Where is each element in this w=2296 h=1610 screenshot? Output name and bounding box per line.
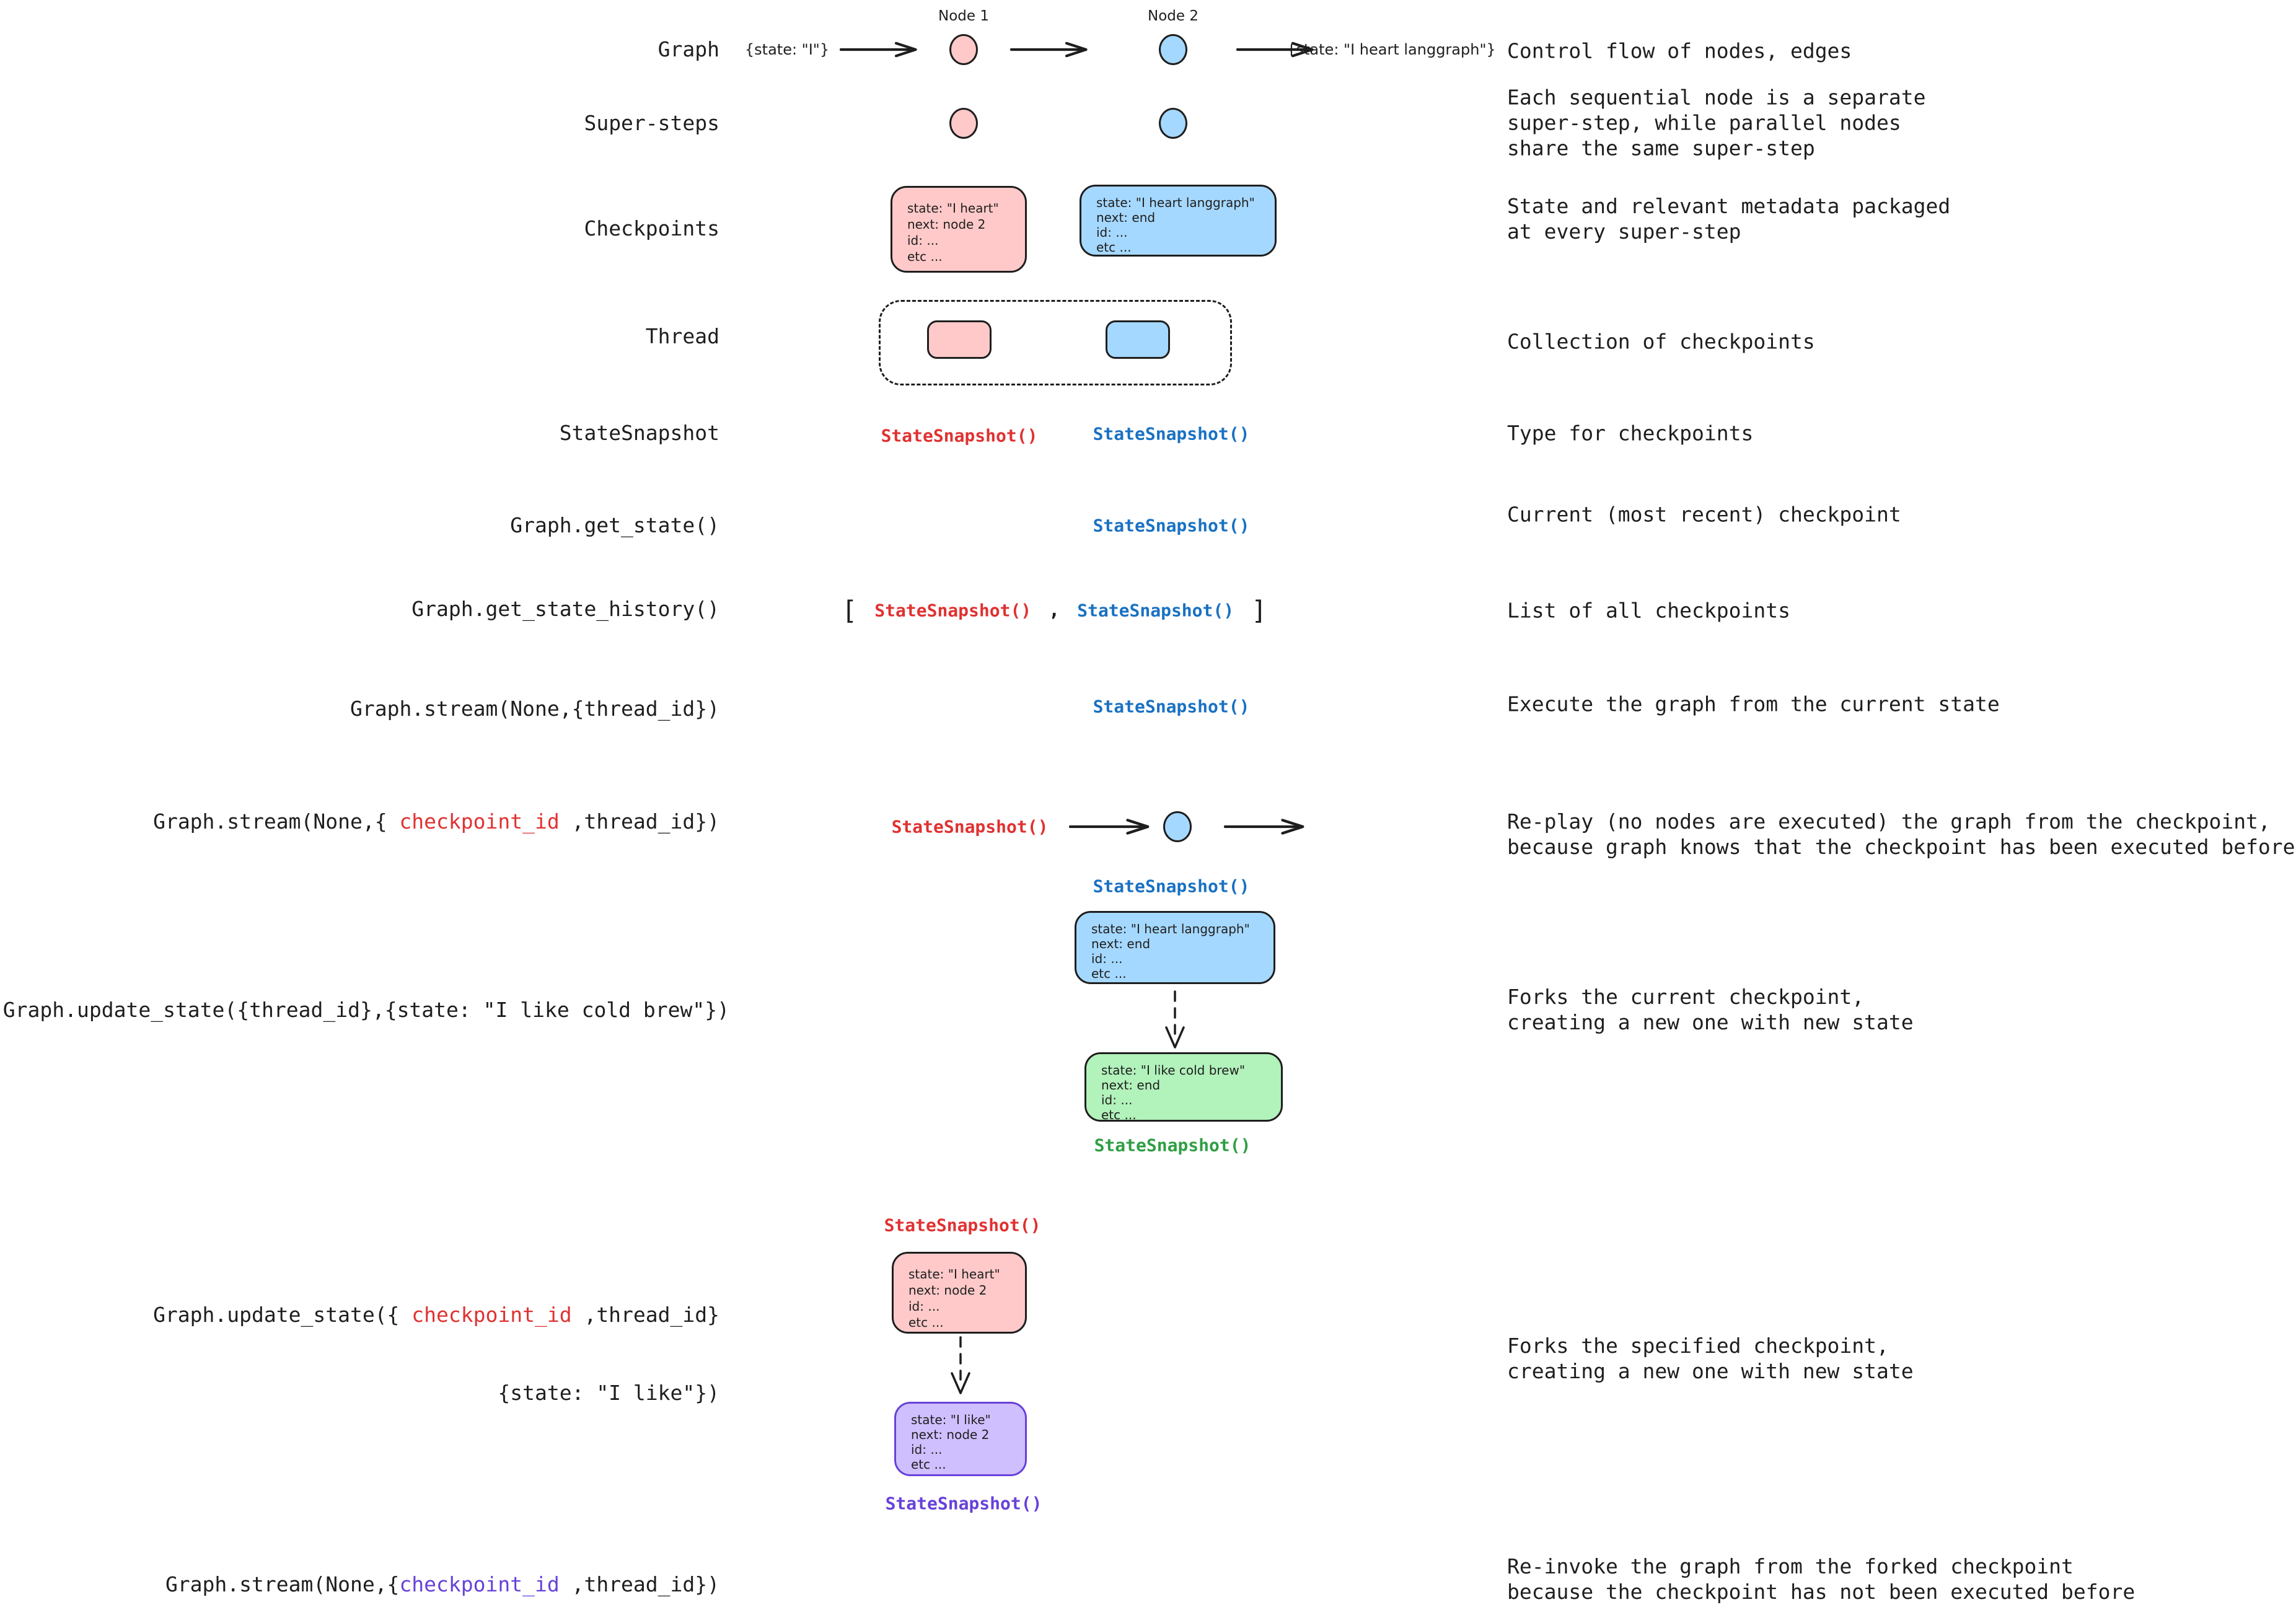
statesnapshot-call-red: StateSnapshot() [884,1215,1041,1236]
statesnapshot-call-red: StateSnapshot() [881,425,1038,446]
card-line: etc ... [908,1315,944,1330]
row-label-stream-current: Graph.stream(None,{thread_id}) [350,697,719,721]
statesnapshot-call-red: StateSnapshot() [874,600,1032,621]
card-line: id: ... [1091,951,1123,966]
card-line: state: "I heart langgraph" [1096,195,1255,210]
card-line: next: node 2 [911,1427,990,1442]
thread-container [879,300,1232,385]
checkpoint-card-node2: state: "I heart langgraph" next: end id:… [1080,185,1277,257]
statesnapshot-call-purple: StateSnapshot() [885,1493,1042,1514]
desc-get-state-history: List of all checkpoints [1507,598,1790,623]
arrow-down-dashed-icon [1161,990,1189,1050]
row-label-update-specified: Graph.update_state({ checkpoint_id ,thre… [153,1250,719,1458]
output-state-text: {state: "I heart langgraph"} [1287,41,1496,58]
checkpoint-card-node1: state: "I heart" next: node 2 id: ... et… [891,186,1027,273]
desc-checkpoints: State and relevant metadata packaged at … [1507,194,1951,244]
statesnapshot-call-blue: StateSnapshot() [1093,515,1250,536]
label-prefix: Graph.stream(None,{ [153,809,400,834]
statesnapshot-call-blue: StateSnapshot() [1077,600,1234,621]
desc-stream-replay: Re-play (no nodes are executed) the grap… [1507,809,2295,859]
card-line: next: end [1091,936,1151,951]
card-line: state: "I heart langgraph" [1091,922,1250,936]
row-label-graph: Graph [658,37,719,61]
replay-node2-circle [1163,811,1192,842]
node2-circle [1159,34,1187,65]
card-line: state: "I heart" [907,201,999,216]
row-label-get-state-history: Graph.get_state_history() [411,597,719,621]
card-line: id: ... [1096,225,1128,240]
row-label-checkpoints: Checkpoints [584,216,719,240]
arrow-right-icon [1224,817,1308,836]
label-prefix: Graph.update_state({ [153,1303,412,1327]
card-line: id: ... [907,233,939,248]
desc-stream-current: Execute the graph from the current state [1507,692,2000,716]
label-line-2: {state: "I like"}) [498,1381,719,1405]
checkpoint-id-highlight: checkpoint_id [411,1303,572,1327]
specified-checkpoint-card: state: "I heart" next: node 2 id: ... et… [892,1252,1027,1334]
desc-update-current: Forks the current checkpoint, creating a… [1507,985,1914,1034]
arrow-right-icon [1069,817,1153,836]
statesnapshot-call-blue: StateSnapshot() [1093,423,1250,444]
card-line: etc ... [1096,240,1132,255]
node2-caption: Node 2 [1148,8,1199,24]
card-line: next: end [1101,1078,1161,1093]
card-line: id: ... [908,1299,940,1314]
desc-graph: Control flow of nodes, edges [1507,38,1852,63]
superstep-node2-circle [1159,108,1187,139]
card-line: id: ... [1101,1093,1133,1107]
statesnapshot-call-blue: StateSnapshot() [1093,876,1250,897]
row-label-statesnapshot: StateSnapshot [559,421,719,445]
desc-thread: Collection of checkpoints [1507,329,1815,354]
desc-update-specified: Forks the specified checkpoint, creating… [1507,1334,1914,1383]
checkpoint-id-highlight: checkpoint_id [399,809,560,834]
row-label-thread: Thread [645,324,719,348]
card-line: etc ... [907,249,943,264]
card-line: etc ... [1091,966,1127,981]
label-line-1: Graph.update_state({ checkpoint_id ,thre… [153,1302,719,1328]
card-line: etc ... [911,1457,946,1472]
node1-caption: Node 1 [938,8,989,24]
row-label-update-current: Graph.update_state({thread_id},{state: "… [2,998,729,1022]
thread-checkpoint2-chip [1106,320,1170,359]
statesnapshot-call-blue: StateSnapshot() [1093,696,1250,717]
card-line: next: node 2 [908,1283,987,1298]
row-label-stream-replay: Graph.stream(None,{ checkpoint_id ,threa… [153,809,719,835]
arrow-down-dashed-icon [947,1336,974,1396]
thread-checkpoint1-chip [927,320,992,359]
label-suffix: ,thread_id} [571,1303,719,1327]
card-line: next: end [1096,210,1156,225]
desc-stream-forked: Re-invoke the graph from the forked chec… [1507,1554,2135,1604]
arrow-right-icon [1236,40,1317,59]
card-line: state: "I like cold brew" [1101,1063,1246,1078]
desc-super-steps: Each sequential node is a separate super… [1507,85,1926,161]
desc-statesnapshot: Type for checkpoints [1507,421,1754,446]
row-label-super-steps: Super-steps [584,111,719,135]
label-prefix: Graph.stream(None,{ [165,1572,400,1596]
checkpoint-id-highlight: checkpoint_id [399,1572,560,1596]
snapshot-list: [ StateSnapshot() , StateSnapshot() ] [842,596,1267,626]
row-label-stream-forked: Graph.stream(None,{checkpoint_id ,thread… [165,1572,719,1598]
bracket-open: [ [842,595,858,626]
desc-get-state: Current (most recent) checkpoint [1507,502,1901,527]
bracket-close: ] [1251,595,1267,626]
node1-circle [949,34,978,65]
card-line: next: node 2 [907,217,986,232]
input-state-text: {state: "I"} [744,41,830,58]
forked-checkpoint-card-green: state: "I like cold brew" next: end id: … [1084,1052,1283,1122]
card-line: etc ... [1101,1107,1137,1122]
arrow-right-icon [1010,40,1091,59]
card-line: state: "I like" [911,1412,991,1427]
row-label-get-state: Graph.get_state() [510,513,719,537]
superstep-node1-circle [949,108,978,139]
card-line: state: "I heart" [908,1267,1000,1282]
current-checkpoint-card: state: "I heart langgraph" next: end id:… [1075,911,1275,984]
list-comma: , [1049,599,1060,622]
statesnapshot-call-red: StateSnapshot() [891,816,1049,837]
label-suffix: ,thread_id}) [559,809,719,834]
card-line: id: ... [911,1442,943,1457]
forked-checkpoint-card-purple: state: "I like" next: node 2 id: ... etc… [894,1402,1027,1476]
arrow-right-icon [840,40,920,59]
label-suffix: ,thread_id}) [559,1572,719,1596]
statesnapshot-call-green: StateSnapshot() [1094,1135,1251,1156]
